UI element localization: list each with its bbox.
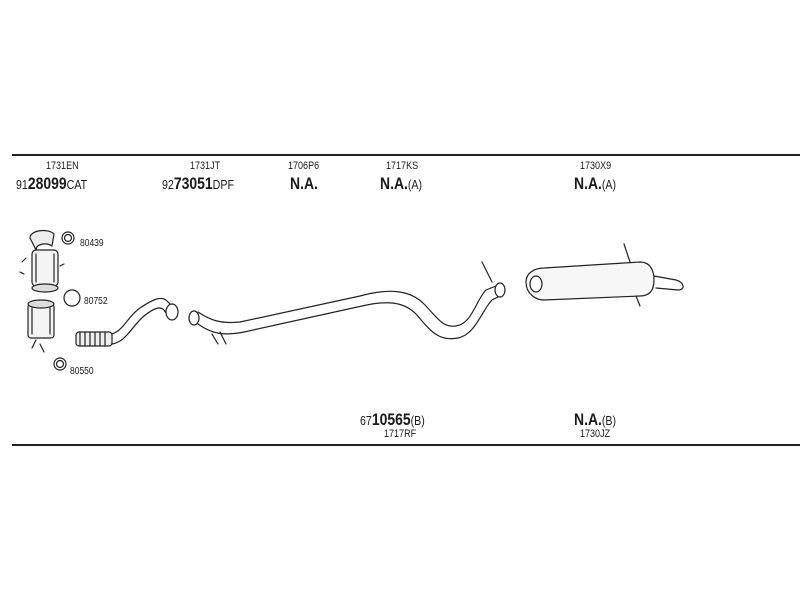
gasket-80752-illustration xyxy=(63,289,81,307)
part-code-rear-silencer: 1730X9 xyxy=(580,160,612,172)
part-number-catalyst[interactable]: 9128099CAT xyxy=(16,174,88,193)
clamp-80550-illustration xyxy=(53,357,67,371)
gasket-label-80752: 80752 xyxy=(84,296,108,307)
clamp-label-80439: 80439 xyxy=(80,238,104,249)
bottom-rule xyxy=(12,444,800,446)
top-rule xyxy=(12,154,800,156)
rear-silencer-illustration[interactable] xyxy=(525,243,684,307)
part-code-catalyst: 1731EN xyxy=(46,160,79,172)
part-number-front-pipe[interactable]: N.A. xyxy=(290,174,318,193)
dpf-illustration[interactable] xyxy=(27,299,55,353)
part-number-rear-silencer[interactable]: N.A.(A) xyxy=(574,174,617,193)
part-number-dpf[interactable]: 9273051DPF xyxy=(162,174,234,193)
part-number-middle-pipe[interactable]: N.A.(A) xyxy=(380,174,423,193)
part-code-front-pipe: 1706P6 xyxy=(288,160,320,172)
clamp-label-80550: 80550 xyxy=(70,366,94,377)
part-code-dpf: 1731JT xyxy=(190,160,221,172)
part-code-middle-pipe: 1717KS xyxy=(386,160,419,172)
part-number-rear-silencer-b[interactable]: N.A.(B) xyxy=(574,410,617,429)
front-pipe-illustration[interactable] xyxy=(75,297,179,347)
catalytic-converter-illustration[interactable] xyxy=(19,229,65,293)
middle-pipe-illustration[interactable] xyxy=(188,261,506,345)
clamp-80439-illustration xyxy=(61,231,75,245)
part-number-middle-pipe-b[interactable]: 6710565(B) xyxy=(360,410,425,429)
part-code-rear-silencer-b: 1730JZ xyxy=(580,428,611,440)
part-code-middle-pipe-b: 1717RF xyxy=(384,428,417,440)
